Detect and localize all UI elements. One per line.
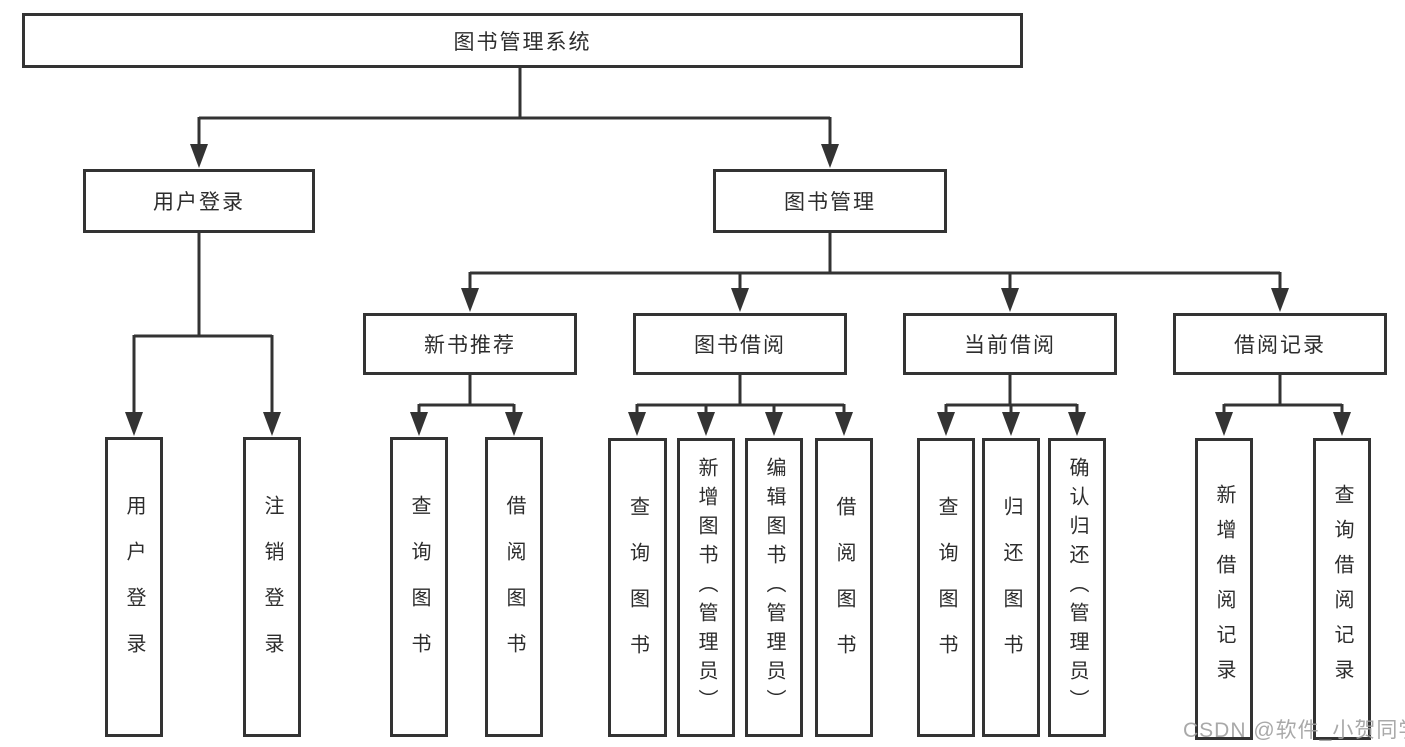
- leaf-nb-borrow-books: 借阅图书: [485, 437, 543, 737]
- node-root: 图书管理系统: [22, 13, 1023, 68]
- connector-borrow-records-branch: [1222, 375, 1344, 416]
- leaf-cb-query-books: 查询图书: [917, 438, 975, 737]
- leaf-bb-query-books-label: 查询图书: [626, 495, 649, 680]
- connector-current-borrow-branch: [944, 375, 1079, 416]
- leaf-bb-add-books-admin: 新增图书（管理员）: [677, 438, 735, 737]
- leaf-nb-borrow-books-label: 借阅图书: [503, 495, 525, 679]
- leaf-cb-confirm-return-admin: 确认归还（管理员）: [1048, 438, 1106, 737]
- node-book-management: 图书管理: [713, 169, 947, 233]
- node-new-book-recommend: 新书推荐: [363, 313, 577, 375]
- leaf-bb-borrow-books-label: 借阅图书: [833, 495, 855, 680]
- leaf-br-query-record-label: 查询借阅记录: [1331, 484, 1353, 694]
- node-current-borrow-label: 当前借阅: [964, 334, 1056, 357]
- leaf-nb-query-books: 查询图书: [390, 437, 448, 737]
- connector-new-book-branch: [417, 375, 516, 416]
- connector-book-management-branch: [468, 233, 1282, 292]
- arrowheads: [125, 144, 1351, 436]
- connector-book-borrow-branch: [635, 375, 846, 416]
- node-user-login: 用户登录: [83, 169, 315, 233]
- leaf-bb-edit-books-admin-label: 编辑图书（管理员）: [763, 457, 785, 718]
- node-book-borrow: 图书借阅: [633, 313, 847, 375]
- connector-root-to-level2: [197, 68, 832, 148]
- leaf-cb-query-books-label: 查询图书: [935, 495, 957, 680]
- leaf-logout: 注销登录: [243, 437, 301, 737]
- leaf-cb-confirm-return-admin-label: 确认归还（管理员）: [1066, 457, 1088, 718]
- leaf-cb-return-books-label: 归还图书: [1000, 495, 1022, 680]
- node-borrow-records-label: 借阅记录: [1234, 334, 1326, 357]
- node-root-label: 图书管理系统: [453, 30, 592, 54]
- leaf-bb-borrow-books: 借阅图书: [815, 438, 873, 737]
- leaf-logout-label: 注销登录: [261, 495, 283, 679]
- leaf-br-add-record-label: 新增借阅记录: [1213, 484, 1235, 694]
- node-user-login-label: 用户登录: [153, 191, 245, 214]
- csdn-watermark: CSDN @软件_小贺同学: [1183, 719, 1405, 742]
- leaf-user-login: 用户登录: [105, 437, 163, 737]
- leaf-user-login-label: 用户登录: [123, 495, 145, 679]
- leaf-bb-add-books-admin-label: 新增图书（管理员）: [695, 457, 717, 718]
- leaf-br-query-record: 查询借阅记录: [1313, 438, 1371, 740]
- node-borrow-records: 借阅记录: [1173, 313, 1387, 375]
- leaf-bb-query-books: 查询图书: [608, 438, 667, 737]
- connector-user-login-branch: [132, 233, 274, 416]
- node-current-borrow: 当前借阅: [903, 313, 1117, 375]
- node-book-borrow-label: 图书借阅: [694, 334, 786, 357]
- node-book-management-label: 图书管理: [784, 191, 876, 214]
- leaf-cb-return-books: 归还图书: [982, 438, 1040, 737]
- leaf-bb-edit-books-admin: 编辑图书（管理员）: [745, 438, 803, 737]
- node-new-book-recommend-label: 新书推荐: [424, 334, 516, 357]
- leaf-br-add-record: 新增借阅记录: [1195, 438, 1253, 740]
- leaf-nb-query-books-label: 查询图书: [408, 495, 430, 679]
